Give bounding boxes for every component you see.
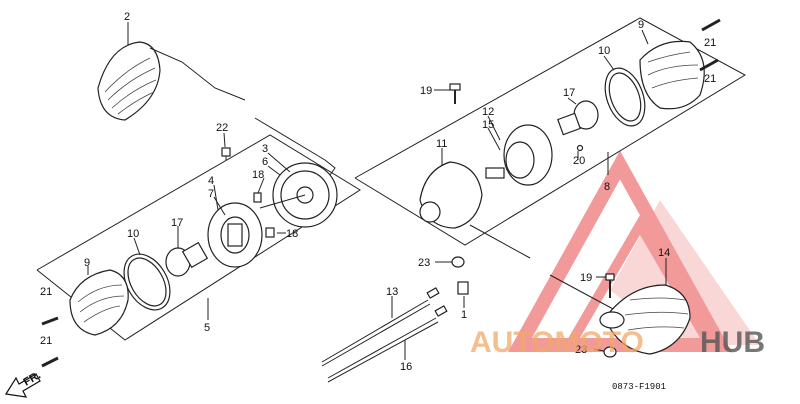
socket-part-4 — [207, 202, 263, 268]
nut-part-23-lower — [603, 346, 617, 358]
callout-8: 8 — [604, 181, 610, 193]
socket-part-12 — [485, 124, 553, 186]
callout-19-lower: 19 — [580, 272, 592, 284]
callout-17-left: 17 — [171, 217, 183, 229]
callout-15: 15 — [482, 119, 494, 131]
lens-part-2 — [97, 41, 336, 176]
callout-10-right: 10 — [598, 45, 610, 57]
callout-1: 1 — [461, 309, 467, 321]
callout-13: 13 — [386, 286, 398, 298]
bulb-part-17-left — [165, 241, 209, 277]
screw-part-21-left-b — [41, 356, 59, 368]
nut-part-23-upper — [451, 256, 465, 268]
callout-23-upper: 23 — [418, 257, 430, 269]
screw-part-22 — [221, 147, 231, 160]
diagram-code: 0873-F1901 — [612, 382, 666, 392]
housing-part-3 — [259, 162, 338, 228]
callout-21-left-b: 21 — [40, 335, 52, 347]
callout-21-left-a: 21 — [40, 286, 52, 298]
callout-20: 20 — [573, 155, 585, 167]
callout-2: 2 — [124, 11, 130, 23]
screw-part-21-right-b — [699, 58, 719, 72]
callout-18-lower: 18 — [286, 228, 298, 240]
callout-18-upper: 18 — [252, 169, 264, 181]
callout-21-right-a: 21 — [704, 37, 716, 49]
callout-4: 4 — [208, 175, 214, 187]
housing-part-11 — [419, 161, 531, 259]
leader-lines — [87, 22, 667, 360]
callout-11: 11 — [436, 138, 447, 150]
callout-12: 12 — [482, 106, 494, 118]
callout-19-upper: 19 — [420, 85, 432, 97]
screw-part-20 — [576, 144, 584, 152]
callout-6: 6 — [262, 156, 268, 168]
wire-part-16 — [327, 305, 448, 383]
callout-22: 22 — [216, 122, 228, 134]
callout-16: 16 — [400, 361, 412, 373]
clip-part-18-upper — [253, 192, 262, 203]
callout-17-right: 17 — [563, 87, 575, 99]
watermark-part2: HUB — [700, 326, 765, 359]
callout-5: 5 — [204, 322, 210, 334]
grommet-part-1 — [457, 281, 469, 295]
watermark-text: AUTOMOTO HUB — [470, 326, 765, 359]
lens-part-9-left — [69, 269, 129, 336]
front-arrow-icon: FR. — [5, 369, 43, 398]
callout-10-left: 10 — [127, 228, 139, 240]
clip-part-18-lower — [265, 227, 275, 238]
lens-part-9-right — [639, 40, 705, 110]
callout-21-right-b: 21 — [704, 73, 716, 85]
lamp-part-14 — [549, 274, 691, 355]
callout-3: 3 — [262, 143, 268, 155]
callout-9-right: 9 — [638, 19, 644, 31]
gasket-part-10-right — [604, 67, 646, 127]
gasket-part-10-left — [123, 253, 171, 311]
watermark-part1: AUTOMOTO — [470, 326, 644, 359]
callout-9-left: 9 — [84, 257, 90, 269]
front-label: FR. — [22, 369, 43, 388]
right-assembly-box — [354, 17, 747, 246]
callout-23-lower: 23 — [575, 344, 587, 356]
bulb-part-17-right — [557, 100, 599, 136]
bolt-part-19-upper — [449, 83, 461, 104]
screw-part-21-right-a — [701, 18, 721, 32]
screw-part-21-left-a — [41, 316, 59, 326]
callout-14: 14 — [658, 247, 670, 259]
callout-7: 7 — [208, 188, 214, 200]
wire-part-13 — [321, 287, 440, 367]
